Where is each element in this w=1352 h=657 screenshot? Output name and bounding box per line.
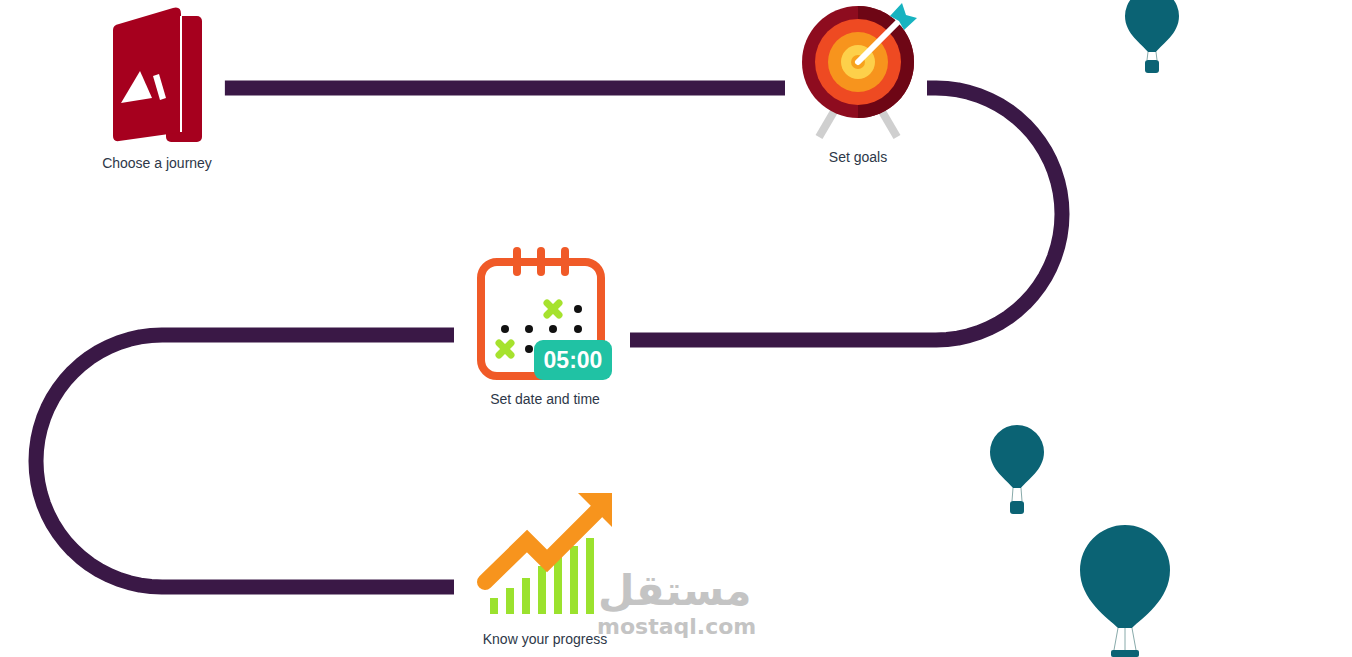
step-caption: Choose a journey bbox=[97, 155, 217, 172]
progress-icon bbox=[485, 493, 612, 614]
roadmap-step: Know your progress bbox=[474, 488, 616, 648]
roadmap-step: Set goals bbox=[799, 4, 917, 166]
time-badge: 05:00 bbox=[534, 340, 612, 380]
roadmap-step: Choose a journey bbox=[97, 4, 217, 172]
step-caption: Know your progress bbox=[474, 631, 616, 648]
calendar-icon bbox=[481, 251, 612, 380]
watermark: مستقل bbox=[598, 566, 752, 615]
step-caption: Set goals bbox=[799, 149, 917, 166]
road-connector bbox=[36, 335, 454, 587]
balloon bbox=[990, 425, 1044, 514]
balloon bbox=[1125, 0, 1179, 73]
step-caption: Set date and time bbox=[474, 391, 616, 408]
road-connector bbox=[630, 88, 1062, 340]
roadmap-step: 05:00Set date and time bbox=[474, 242, 616, 408]
balloon bbox=[1080, 525, 1170, 657]
target-icon bbox=[802, 3, 917, 137]
watermark: mostaql.com bbox=[597, 614, 756, 639]
book-icon bbox=[113, 8, 202, 142]
road-connector bbox=[225, 81, 785, 96]
